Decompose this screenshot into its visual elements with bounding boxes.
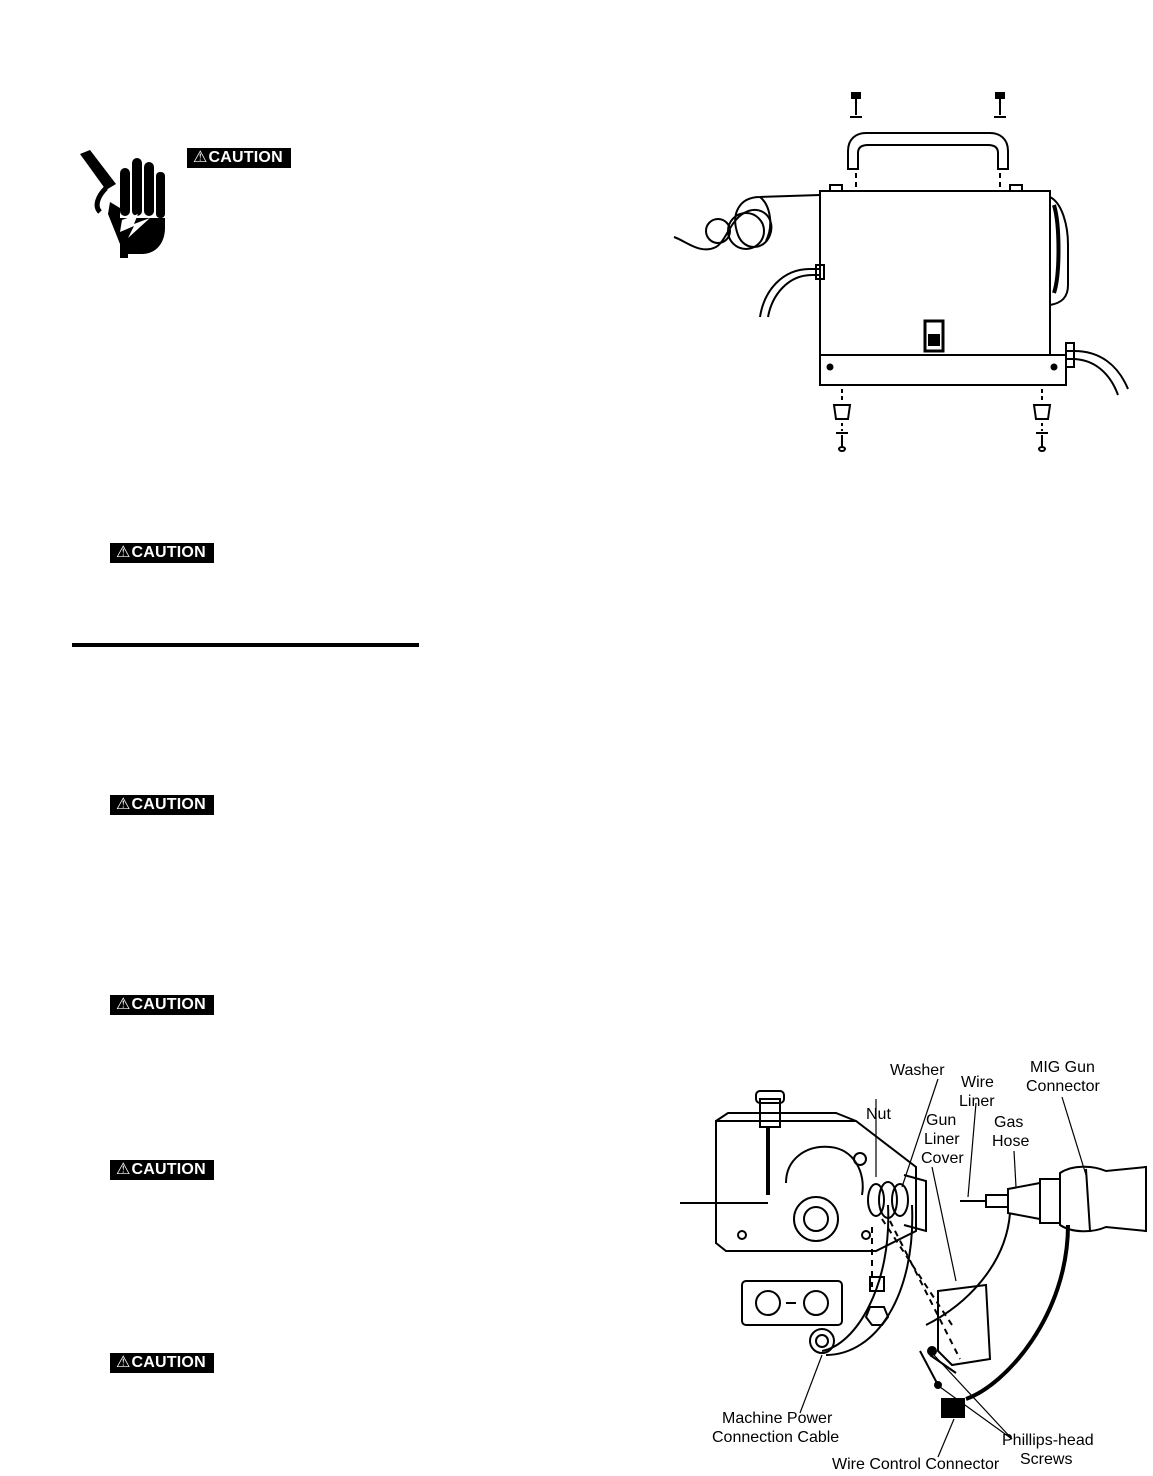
label-gun-liner-cover-2: Liner [924, 1131, 960, 1148]
welder-cabinet [819, 190, 1051, 356]
label-gas-hose-2: Hose [992, 1133, 1029, 1150]
caution-triangle-icon: ⚠ [193, 149, 208, 166]
label-machine-power-cable-1: Machine Power [722, 1410, 833, 1427]
welder-base [819, 354, 1067, 386]
mig-gun-connection-figure: Washer Nut Wire Liner Gun Liner Cover Ga… [680, 1059, 1147, 1473]
label-gun-liner-cover-1: Gun [926, 1112, 956, 1129]
caution-badge-3: ⚠CAUTION [110, 795, 214, 815]
label-mig-gun-connector-2: Connector [1026, 1078, 1100, 1095]
label-phillips-screws-1: Phillips-head [1002, 1432, 1094, 1449]
rubber-foot-right [1032, 404, 1052, 420]
label-mig-gun-connector-1: MIG Gun [1030, 1059, 1095, 1076]
caution-badge-1: ⚠CAUTION [187, 148, 291, 168]
terminal-block [741, 1280, 843, 1326]
handle-bolt-left [850, 92, 862, 118]
mig-gun-body [1059, 1165, 1147, 1233]
caution-triangle-icon: ⚠ [116, 1354, 131, 1371]
caution-triangle-icon: ⚠ [116, 996, 131, 1013]
caution-badge-4: ⚠CAUTION [110, 995, 214, 1015]
label-nut: Nut [866, 1106, 891, 1123]
electric-shock-hand-icon [80, 150, 165, 258]
wire-control-connector-part [941, 1398, 965, 1418]
label-wire-liner-1: Wire [961, 1074, 994, 1091]
welder-assembly-figure [673, 92, 1129, 452]
label-wire-liner-2: Liner [959, 1093, 995, 1110]
caution-badge-6: ⚠CAUTION [110, 1353, 214, 1373]
rubber-foot-left [832, 404, 852, 420]
label-gas-hose-1: Gas [994, 1114, 1023, 1131]
handle-bolt-right [994, 92, 1006, 118]
caution-badge-5: ⚠CAUTION [110, 1160, 214, 1180]
carry-handle [847, 132, 1009, 170]
label-gun-liner-cover-3: Cover [921, 1150, 964, 1167]
label-phillips-screws-2: Screws [1020, 1451, 1072, 1468]
caution-triangle-icon: ⚠ [116, 544, 131, 561]
label-machine-power-cable-2: Connection Cable [712, 1429, 839, 1446]
section-divider [72, 643, 419, 647]
label-wire-control-connector: Wire Control Connector [832, 1456, 1000, 1473]
caution-triangle-icon: ⚠ [116, 796, 131, 813]
caution-triangle-icon: ⚠ [116, 1161, 131, 1178]
label-washer: Washer [890, 1062, 945, 1079]
power-switch [923, 319, 945, 353]
gun-liner-cover [937, 1283, 992, 1367]
caution-badge-2: ⚠CAUTION [110, 543, 214, 563]
